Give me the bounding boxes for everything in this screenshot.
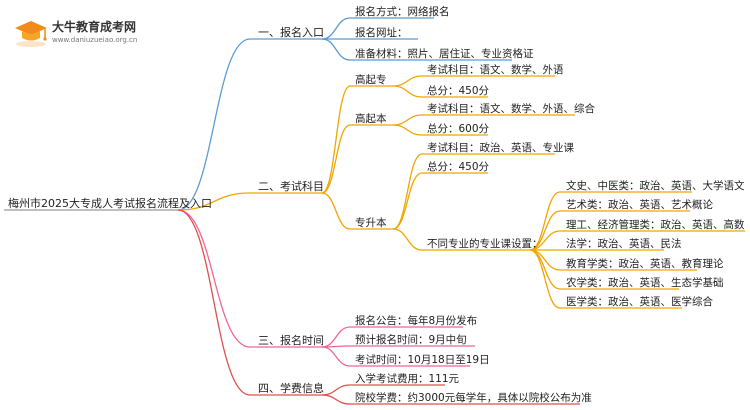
logo-url: www.daniuzueiao.org.cn [52,36,138,44]
connector [321,326,351,348]
logo-name: 大牛教育成考网 [52,20,137,34]
connector [392,114,423,126]
connector [392,124,423,136]
root-title: 梅州市2025大专成人考试报名流程及入口 [8,197,212,210]
branch-time: 三、报名时间 [258,334,324,347]
special-major-item: 教育学类：政治、英语、教育理论 [566,258,724,270]
connector [392,75,423,87]
connector [392,228,423,251]
connector [321,394,351,405]
special-major-item: 医学类：政治、英语、医学综合 [566,296,713,308]
connector [321,346,351,367]
zsb-item: 总分：450分 [427,161,490,173]
gqb-item: 总分：600分 [427,123,490,135]
connector [392,153,423,230]
connector-root-time [177,209,251,348]
level-gqz: 高起专 [355,74,387,86]
special-major-item: 法学：政治、英语、民法 [566,238,682,250]
site-logo: 大牛教育成考网 www.daniuzueiao.org.cn [14,14,174,52]
gqb-item: 考试科目：语文、数学、外语、综合 [427,103,595,115]
gqz-item: 总分：450分 [427,85,490,97]
connector-root-fee [177,209,251,396]
connector [321,17,351,40]
fee-item: 院校学费：约3000元每学年，具体以院校公布为准 [355,392,592,404]
zsb-special-label: 不同专业的专业课设置： [427,238,543,250]
connector-root-entry [177,38,251,211]
connector [321,38,351,61]
time-item: 预计报名时间：9月中旬 [355,334,467,346]
connector [392,85,423,98]
branch-fee: 四、学费信息 [258,382,324,395]
connector [529,249,561,271]
zsb-item: 考试科目：政治、英语、专业课 [427,142,574,154]
connector [529,249,561,309]
connector-root-subjects [177,192,251,211]
special-major-item: 文史、中医类：政治、英语、大学语文 [566,180,745,192]
entry-item: 报名方式：网络报名 [355,6,450,18]
time-item: 考试时间：10月18日至19日 [355,354,490,366]
connector [321,85,351,194]
graduation-cap-logo-icon [15,21,47,47]
special-major-item: 农学类：政治、英语、生态学基础 [566,277,724,289]
connector [321,124,351,194]
connector [321,384,351,396]
special-major-item: 理工、经济管理类：政治、英语、高数（二） [566,219,750,231]
level-gqb: 高起本 [355,113,387,125]
connector [321,192,351,230]
fee-item: 入学考试费用：111元 [355,373,460,385]
branch-subjects: 二、考试科目 [258,180,324,193]
special-major-item: 艺术类：政治、英语、艺术概论 [566,199,713,211]
gqz-item: 考试科目：语文、数学、外语 [427,64,564,76]
entry-item: 报名网址： [355,27,408,39]
branch-entry: 一、报名入口 [258,26,324,39]
entry-item: 准备材料：照片、居住证、专业资格证 [355,48,534,60]
time-item: 报名公告：每年8月份发布 [355,315,478,327]
connector [392,172,423,230]
level-zsb: 专升本 [355,217,387,229]
